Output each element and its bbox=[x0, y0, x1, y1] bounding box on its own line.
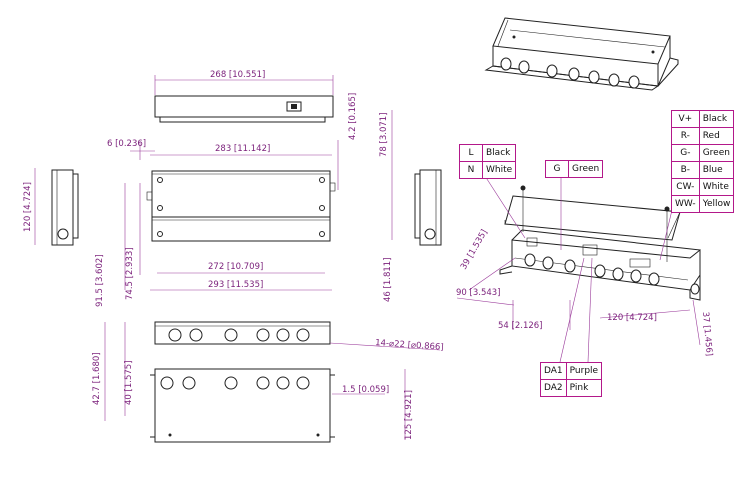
dim-w-293: 293 [11.535] bbox=[208, 280, 263, 290]
wire-color: Black bbox=[698, 110, 735, 128]
wire-row: B-Blue bbox=[671, 161, 735, 179]
dim-holes: 14-⌀22 [⌀0.866] bbox=[375, 338, 444, 353]
wire-color: Purple bbox=[565, 362, 603, 380]
wire-code: G- bbox=[671, 144, 700, 162]
iso-closed-box bbox=[484, 17, 679, 91]
wire-color: Yellow bbox=[698, 195, 735, 213]
dim-h-42-7: 42.7 [1.680] bbox=[92, 352, 102, 405]
left-side-view: 120 [4.724] bbox=[23, 168, 79, 246]
wire-code: DA1 bbox=[540, 362, 567, 380]
dim-iso-39: 39 [1.535] bbox=[459, 228, 490, 272]
dim-iso-120: 120 [4.724] bbox=[607, 313, 657, 323]
dim-h-40: 40 [1.575] bbox=[124, 361, 134, 405]
wire-color: Green bbox=[698, 144, 735, 162]
wire-color: Black bbox=[481, 144, 517, 162]
wire-code: WW- bbox=[671, 195, 700, 213]
wire-code: G bbox=[545, 160, 569, 178]
dim-iso-54: 54 [2.126] bbox=[498, 321, 542, 331]
dim-h-46: 46 [1.811] bbox=[383, 258, 393, 302]
wire-row: V+Black bbox=[671, 110, 735, 128]
wire-color: Blue bbox=[698, 161, 735, 179]
dim-h-91-5: 91.5 [3.602] bbox=[95, 254, 105, 307]
dim-iso-37: 37 [1.456] bbox=[700, 311, 714, 356]
wire-color: Red bbox=[698, 127, 735, 145]
right-side-view: 78 [3.071] 46 [1.811] bbox=[379, 110, 442, 302]
dim-depth-4-2: 4.2 [0.165] bbox=[348, 93, 358, 140]
wire-row: WW-Yellow bbox=[671, 195, 735, 213]
hole-elevation: 14-⌀22 [⌀0.866] 42.7 [1.680] 40 [1.575] bbox=[92, 321, 444, 421]
wire-row: G-Green bbox=[671, 144, 735, 162]
dim-plate-width: 283 [11.142] bbox=[215, 144, 270, 154]
dim-w-272: 272 [10.709] bbox=[208, 262, 263, 272]
wire-code: B- bbox=[671, 161, 700, 179]
dim-top-width: 268 [10.551] bbox=[210, 70, 265, 80]
dim-h-74-5: 74.5 [2.933] bbox=[125, 247, 135, 300]
wire-code: R- bbox=[671, 127, 700, 145]
base-plan-view: 1.5 [0.059] 125 [4.921] bbox=[150, 368, 414, 443]
wire-code: V+ bbox=[671, 110, 700, 128]
wire-color: Pink bbox=[565, 379, 603, 397]
top-view: 268 [10.551] bbox=[154, 70, 334, 123]
dim-gap-6: 6 [0.236] bbox=[107, 139, 146, 149]
dim-iso-90: 90 [3.543] bbox=[456, 288, 500, 298]
dim-height-78: 78 [3.071] bbox=[379, 113, 389, 157]
wire-color: White bbox=[698, 178, 735, 196]
wire-color: Green bbox=[567, 160, 604, 178]
front-view: 6 [0.236] 283 [11.142] 4.2 [0.165] 91.5 … bbox=[95, 93, 358, 307]
wire-code: CW- bbox=[671, 178, 700, 196]
wire-code: DA2 bbox=[540, 379, 567, 397]
dim-t-1-5: 1.5 [0.059] bbox=[342, 385, 389, 395]
dim-h-125: 125 [4.921] bbox=[404, 390, 414, 440]
wire-row: CW-White bbox=[671, 178, 735, 196]
dim-side-height-120: 120 [4.724] bbox=[23, 182, 33, 232]
wire-code: L bbox=[459, 144, 483, 162]
wire-row: R-Red bbox=[671, 127, 735, 145]
wire-color: White bbox=[481, 161, 517, 179]
wire-code: N bbox=[459, 161, 483, 179]
